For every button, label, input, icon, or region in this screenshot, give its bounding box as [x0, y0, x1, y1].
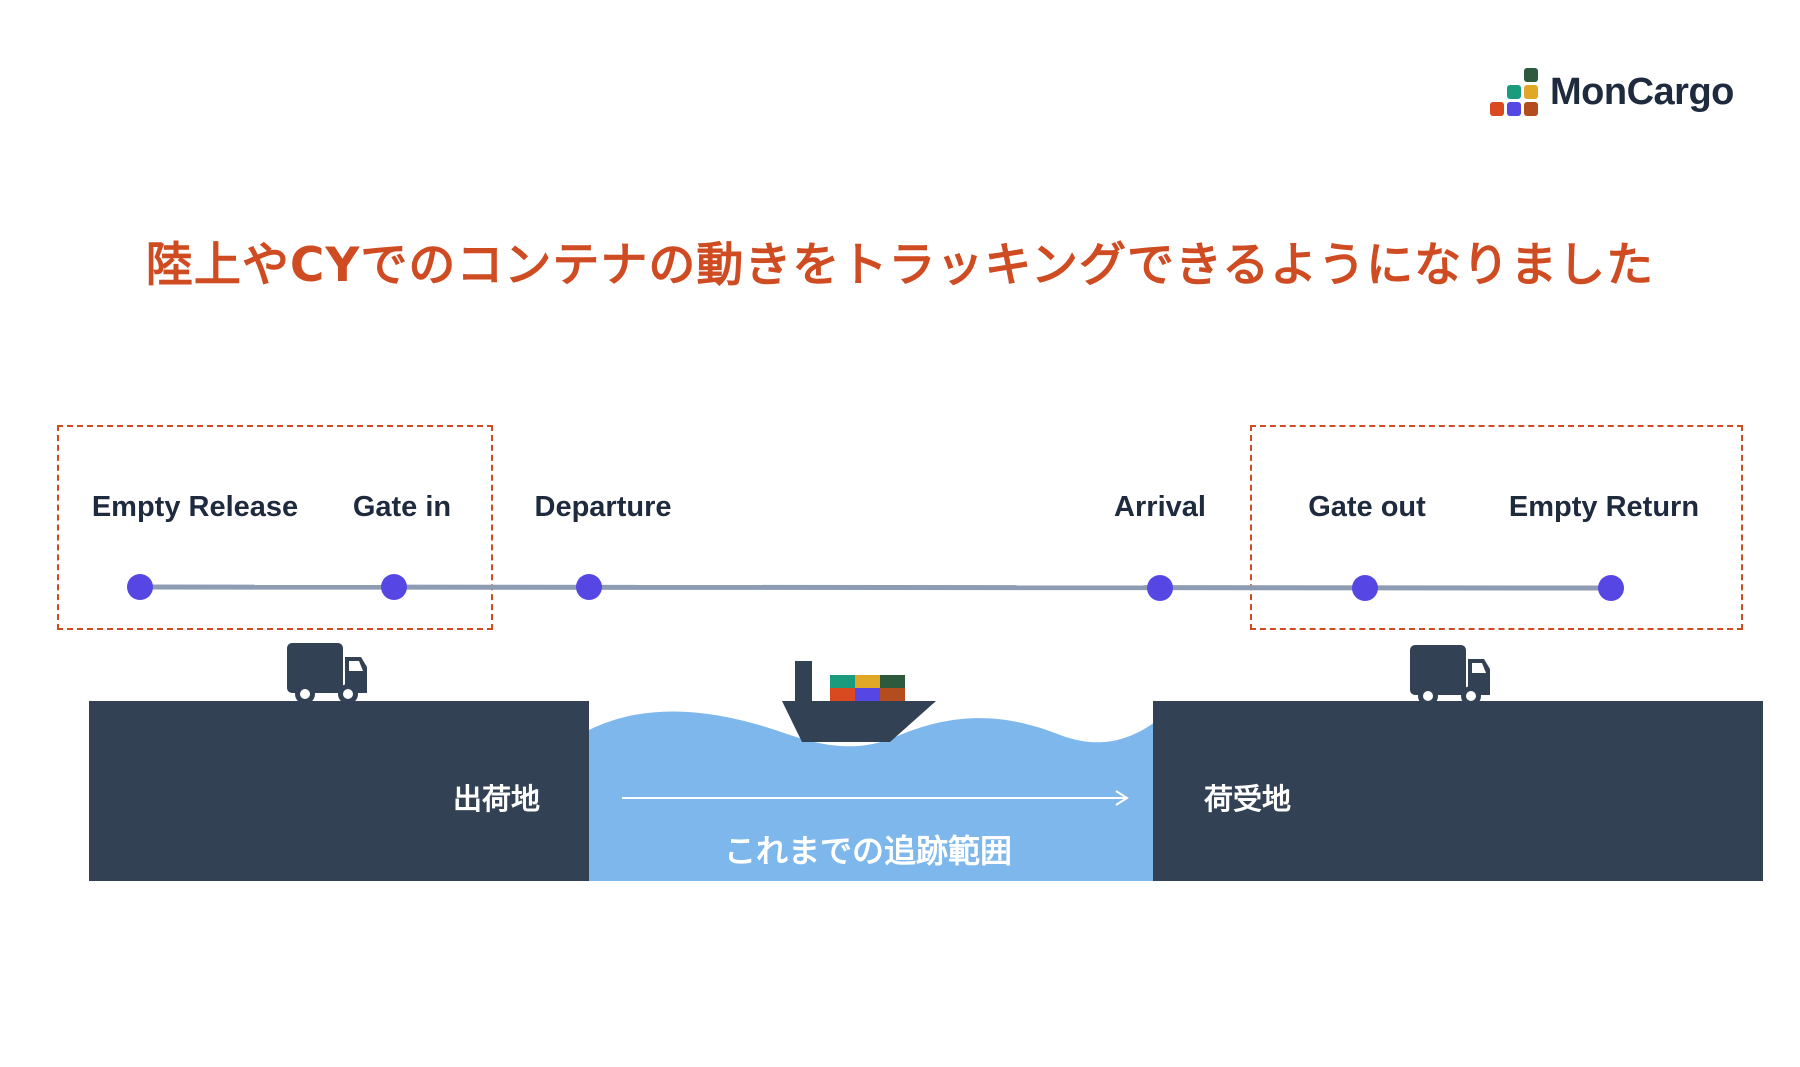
- milestone-label-empty-return: Empty Return: [1508, 491, 1700, 523]
- logo-block: [1524, 85, 1538, 99]
- headline: 陸上やCYでのコンテナの動きをトラッキングできるようになりました: [145, 238, 1655, 293]
- milestone-label-departure: Departure: [534, 491, 672, 523]
- logo-block: [1507, 102, 1521, 116]
- milestone-dot-arrival: [1147, 575, 1173, 601]
- logo-icon: [1490, 68, 1538, 116]
- destination-land: [1153, 701, 1763, 881]
- brand-name: MonCargo: [1550, 70, 1734, 113]
- origin-land: [89, 701, 589, 881]
- sea: [589, 711, 1155, 881]
- arrow-right-icon: [622, 790, 1129, 806]
- destination-label: 荷受地: [1204, 782, 1292, 816]
- logo-block: [1524, 102, 1538, 116]
- milestone-dot-empty-return: [1598, 575, 1624, 601]
- brand-logo: MonCargo: [1488, 66, 1734, 118]
- tracking-range-label: これまでの追跡範囲: [723, 832, 1012, 870]
- truck-icon: [287, 643, 367, 704]
- logo-block: [1524, 68, 1538, 82]
- milestone-label-empty-release: Empty Release: [91, 491, 299, 523]
- milestone-label-gate-in: Gate in: [352, 491, 452, 523]
- land-milestones-box-destination: [1250, 425, 1743, 630]
- truck-icon: [1410, 645, 1490, 706]
- land-milestones-box-origin: [57, 425, 493, 630]
- logo-block: [1507, 85, 1521, 99]
- milestone-dot-departure: [576, 574, 602, 600]
- milestone-label-arrival: Arrival: [1114, 491, 1206, 523]
- milestone-dot-gate-out: [1352, 575, 1378, 601]
- milestone-dot-gate-in: [381, 574, 407, 600]
- logo-block: [1490, 102, 1504, 116]
- ship-icon: [782, 661, 936, 742]
- milestone-dot-empty-release: [127, 574, 153, 600]
- timeline-track: [139, 584, 1613, 591]
- origin-label: 出荷地: [453, 782, 541, 816]
- milestone-label-gate-out: Gate out: [1308, 491, 1426, 523]
